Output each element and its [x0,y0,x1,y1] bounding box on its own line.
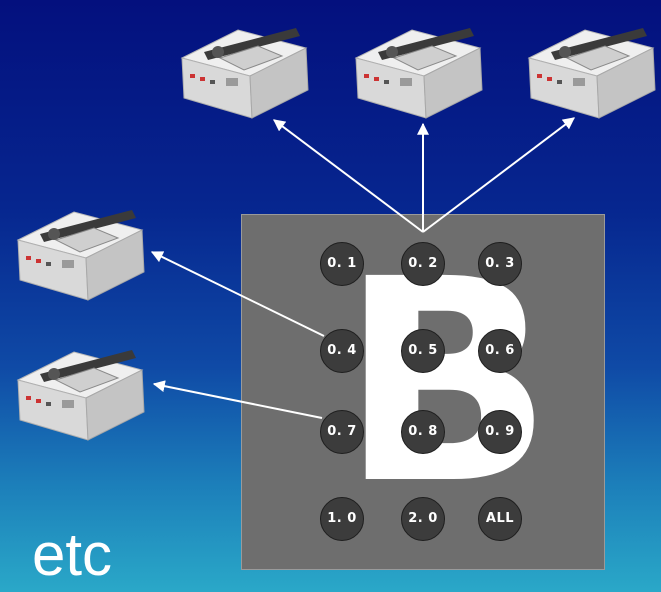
panel-letter: B [340,220,554,546]
button-0-2[interactable]: 0. 2 [401,242,445,286]
button-0-7[interactable]: 0. 7 [320,410,364,454]
arrow-to-device-1 [273,119,424,233]
button-0-8[interactable]: 0. 8 [401,410,445,454]
button-1-0[interactable]: 1. 0 [320,497,364,541]
arrow-to-device-4 [150,251,325,337]
etc-caption: etc [32,521,113,588]
projector-icon [14,334,146,444]
projector-icon [178,12,310,122]
button-0-4[interactable]: 0. 4 [320,329,364,373]
projector-icon [525,12,657,122]
button-all[interactable]: ALL [478,497,522,541]
button-0-6[interactable]: 0. 6 [478,329,522,373]
arrow-to-device-3 [422,117,575,233]
arrow-to-device-5 [152,380,323,419]
projector-icon [14,194,146,304]
button-0-1[interactable]: 0. 1 [320,242,364,286]
projector-icon [352,12,484,122]
button-0-3[interactable]: 0. 3 [478,242,522,286]
button-0-9[interactable]: 0. 9 [478,410,522,454]
button-2-0[interactable]: 2. 0 [401,497,445,541]
button-0-5[interactable]: 0. 5 [401,329,445,373]
